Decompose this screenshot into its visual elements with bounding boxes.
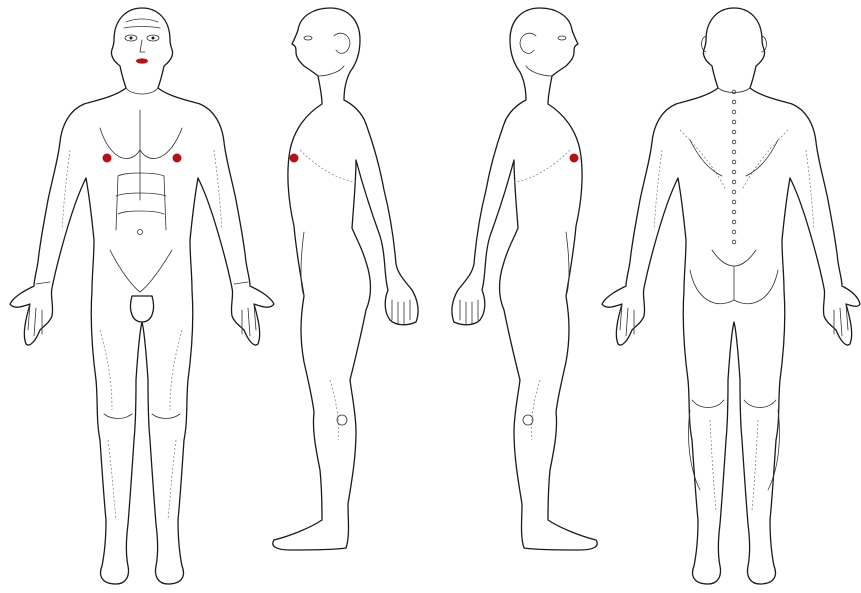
lips (136, 58, 148, 63)
left-side-view (452, 8, 597, 550)
left-side-silhouette (452, 8, 597, 550)
front-left-nipple-marker (103, 154, 112, 163)
right-side-silhouette (273, 8, 418, 550)
right-side-view (273, 8, 418, 550)
front-view (10, 8, 274, 584)
back-silhouette (602, 8, 860, 584)
back-view (602, 8, 860, 584)
side-right-nipple-marker (290, 154, 299, 163)
side-left-nipple-marker (570, 154, 579, 163)
front-right-nipple-marker (173, 154, 182, 163)
